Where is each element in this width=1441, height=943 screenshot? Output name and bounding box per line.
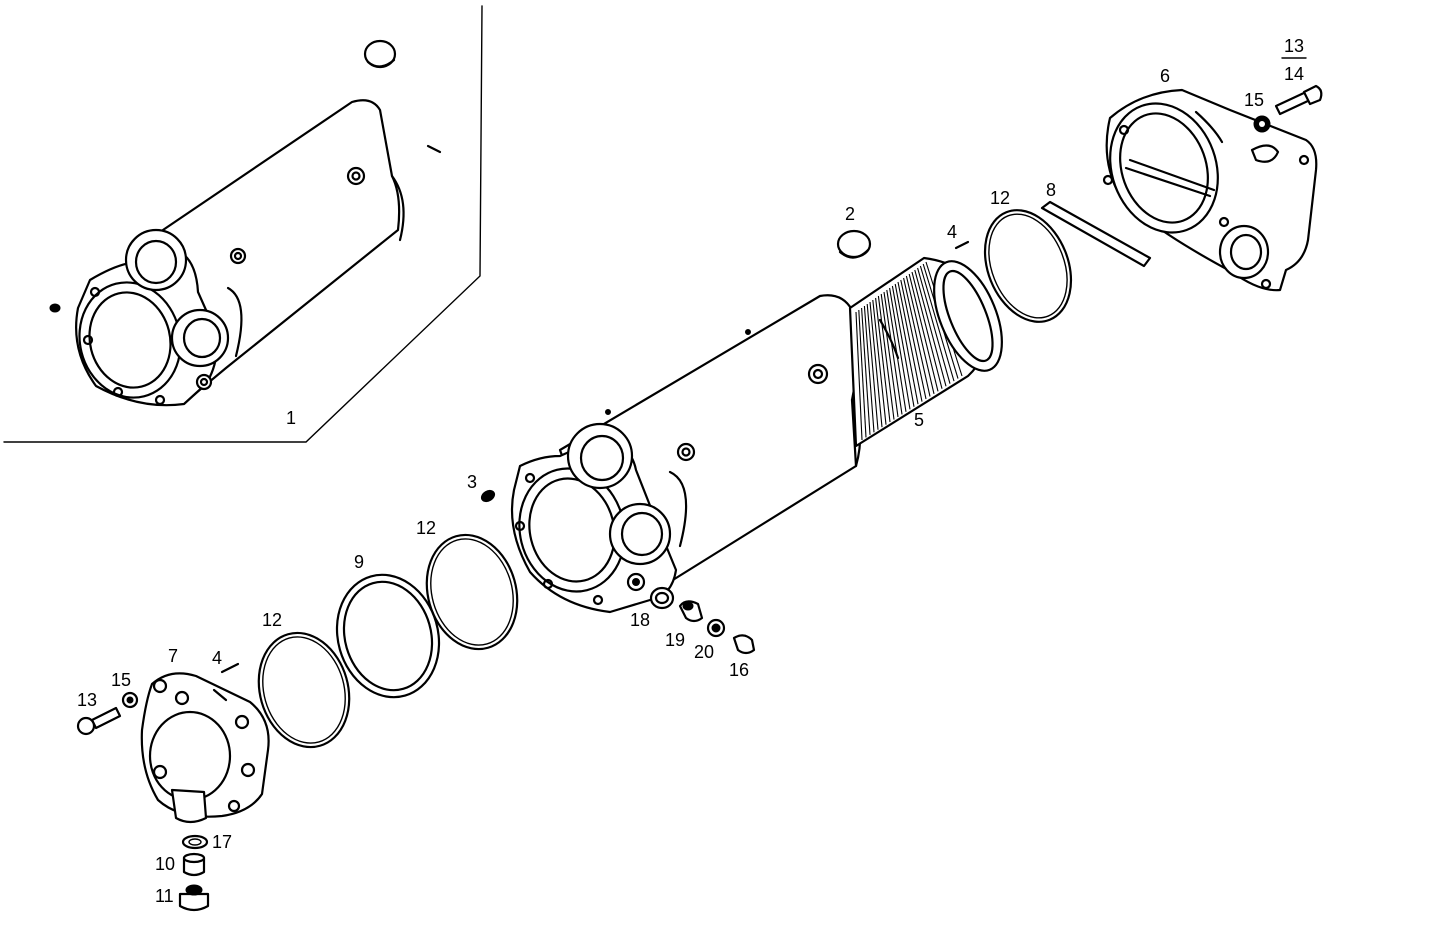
filter-element: [848, 256, 1003, 448]
callout-labels: 1 2 3 4 4 5 6 7 8 9 10 11 12 12 12 13 13…: [77, 36, 1304, 906]
front-cover-7: [140, 672, 270, 824]
callout-10: 10: [155, 854, 175, 874]
callout-11: 11: [155, 886, 174, 906]
cap-inset: [363, 39, 397, 69]
callout-18: 18: [630, 610, 650, 630]
callout-12-lower: 12: [262, 610, 282, 630]
callout-14-fraction-bottom: 14: [1284, 64, 1304, 84]
pin-4-lower: [220, 662, 240, 674]
callout-3: 3: [467, 472, 477, 492]
seal-17: [181, 834, 209, 850]
nut-11: [178, 884, 210, 912]
washer-18: [649, 586, 675, 610]
callout-17: 17: [212, 832, 232, 852]
rear-cover-6: [1102, 88, 1318, 292]
callout-8: 8: [1046, 180, 1056, 200]
callout-16: 16: [729, 660, 749, 680]
callout-15-upper: 15: [1244, 90, 1264, 110]
callout-12-middle: 12: [416, 518, 436, 538]
pin-4-upper: [954, 240, 970, 250]
housing-assembly-inset: [75, 99, 405, 407]
inset-frame: [3, 5, 483, 443]
washer-15-lower: [121, 691, 139, 709]
screw-3: [480, 489, 496, 503]
callout-1: 1: [286, 408, 296, 428]
o-ring-12-middle: [425, 533, 519, 651]
callout-6: 6: [1160, 66, 1170, 86]
callout-7: 7: [168, 646, 178, 666]
callout-9: 9: [354, 552, 364, 572]
seal-strip-8: [1040, 200, 1152, 268]
callout-5: 5: [914, 410, 924, 430]
callout-13-lower: 13: [77, 690, 97, 710]
main-housing: [510, 294, 862, 614]
cap-2: [836, 229, 872, 259]
o-ring-12-lower: [257, 631, 351, 749]
bolt-13-lower: [76, 706, 122, 736]
callout-4-upper: 4: [947, 222, 957, 242]
o-ring-12-upper: [983, 209, 1073, 323]
callout-12-upper: 12: [990, 188, 1010, 208]
fitting-19: [678, 600, 704, 623]
plug-inset: [49, 303, 61, 313]
ring-9: [335, 573, 441, 699]
washer-15-upper: [1253, 115, 1271, 133]
callout-13-fraction-top: 13: [1284, 36, 1304, 56]
bolt-13-14-upper: [1274, 84, 1323, 116]
callout-4-lower: 4: [212, 648, 222, 668]
pin-inset: [426, 144, 442, 154]
callout-2: 2: [845, 204, 855, 224]
plug-10: [182, 852, 206, 877]
callout-20: 20: [694, 642, 714, 662]
callout-19: 19: [665, 630, 685, 650]
plug-16: [732, 634, 756, 655]
washer-20: [706, 618, 726, 638]
callout-15-lower: 15: [111, 670, 131, 690]
